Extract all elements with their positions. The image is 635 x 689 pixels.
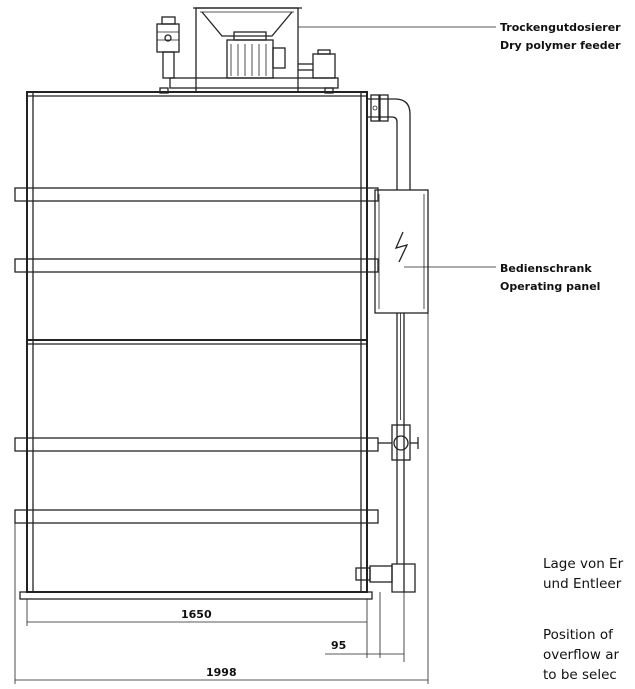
dimension-lines [14, 313, 429, 684]
note-en-line2: overflow ar [543, 647, 619, 663]
dimension-label-1998: 1998 [206, 666, 237, 679]
feeder-label-de: Trockengutdosierer [500, 21, 621, 34]
leader-lines [298, 26, 496, 268]
position-note: Lage von Er und Entleer Position of over… [543, 556, 624, 683]
panel-label-de: Bedienschrank [500, 262, 592, 275]
feeder-label: Trockengutdosierer Dry polymer feeder [500, 21, 621, 52]
note-de-line1: Lage von Er [543, 556, 624, 572]
note-en-line3: to be selec [543, 667, 617, 683]
dry-polymer-feeder [156, 7, 339, 94]
pipe-system [355, 94, 419, 593]
tank-body [26, 91, 368, 593]
panel-label-en: Operating panel [500, 280, 600, 293]
tank-bands [14, 187, 379, 524]
lightning-icon [394, 231, 409, 263]
operating-panel [374, 189, 429, 314]
dimension-labels: 1650 95 1998 [181, 608, 346, 679]
note-en-line1: Position of [543, 627, 614, 643]
dimension-label-95: 95 [331, 639, 346, 652]
tank-base [19, 591, 373, 600]
panel-label: Bedienschrank Operating panel [500, 262, 600, 293]
note-de-line2: und Entleer [543, 576, 622, 592]
feeder-label-en: Dry polymer feeder [500, 39, 621, 52]
dimension-label-1650: 1650 [181, 608, 212, 621]
